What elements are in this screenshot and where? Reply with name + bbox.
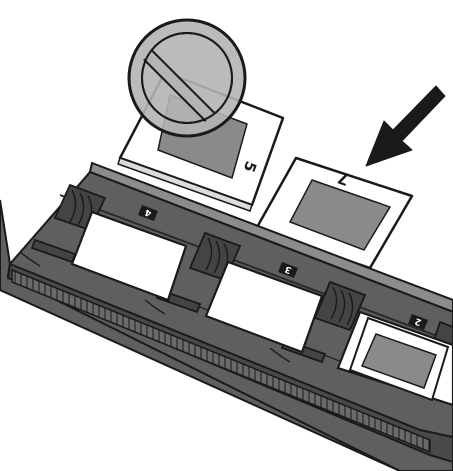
seated-slide [348, 316, 450, 402]
slide-holder: 4 3 2 [0, 161, 453, 471]
frame-opening-3 [204, 260, 324, 354]
frame-number-badge-2: 2 [408, 314, 428, 330]
svg-text:4: 4 [144, 206, 153, 218]
slide-window [288, 179, 392, 251]
prohibited-icon [127, 18, 247, 138]
frame-number-badge-3: 3 [278, 262, 298, 278]
svg-text:2: 2 [414, 315, 423, 327]
arrow-down-left-icon [365, 85, 446, 167]
frame-number-badge-4: 4 [138, 205, 158, 221]
svg-text:3: 3 [284, 263, 293, 275]
frame-opening-4 [70, 210, 188, 302]
